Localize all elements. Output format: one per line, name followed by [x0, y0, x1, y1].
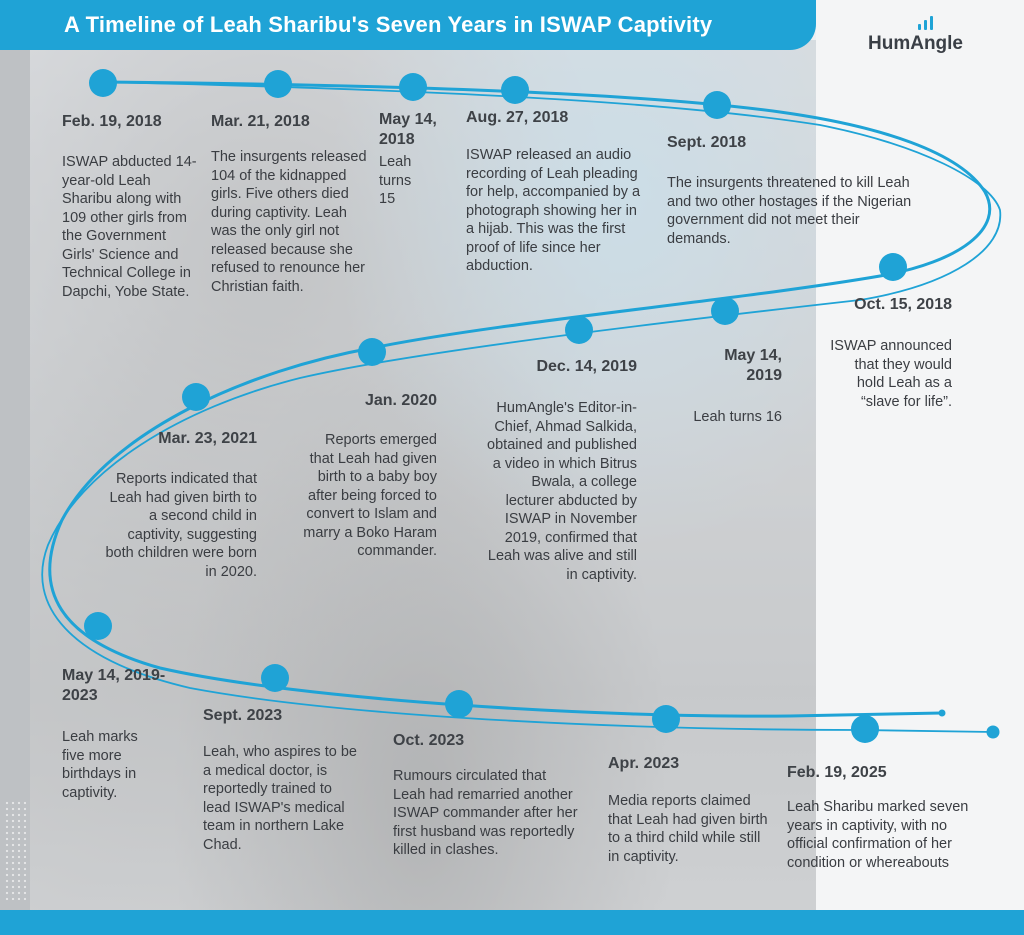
timeline-dot: [879, 253, 907, 281]
event-description: Leah marks five more birthdays in captiv…: [62, 729, 138, 801]
dot-pattern-decoration: [4, 800, 26, 900]
event-description: Leah, who aspires to be a medical doctor…: [203, 744, 357, 853]
event-description: The insurgents released 104 of the kidna…: [211, 149, 367, 295]
page-title: A Timeline of Leah Sharibu's Seven Years…: [64, 12, 713, 37]
event-description: ISWAP released an audio recording of Lea…: [466, 147, 641, 274]
event-date: Sept. 2023: [203, 707, 283, 724]
event-description: ISWAP announced that they would hold Lea…: [830, 338, 952, 410]
timeline-dot: [84, 612, 112, 640]
event-date: Mar. 23, 2021: [158, 430, 257, 447]
event-date: Apr. 2023: [608, 755, 680, 772]
timeline-dot: [89, 69, 117, 97]
event-date: May 14, 2018: [379, 111, 437, 148]
bottom-bar: [0, 910, 1024, 935]
event-date: Mar. 21, 2018: [211, 113, 310, 130]
timeline-dot: [652, 705, 680, 733]
event-date: Jan. 2020: [364, 392, 437, 409]
event-date: May 14, 2019: [724, 347, 782, 384]
title-bar: A Timeline of Leah Sharibu's Seven Years…: [0, 0, 816, 50]
event-date: Oct. 2023: [393, 732, 465, 749]
timeline-dot: [261, 664, 289, 692]
right-panel: [816, 0, 1024, 910]
event-date: Feb. 19, 2018: [62, 113, 162, 130]
timeline-dot: [711, 297, 739, 325]
event-date: Sept. 2018: [667, 134, 747, 151]
event-description: Rumours circulated that Leah had remarri…: [393, 768, 578, 858]
timeline-dot: [851, 715, 879, 743]
bar-chart-icon: [918, 16, 938, 30]
timeline-dot: [501, 76, 529, 104]
timeline-dot: [264, 70, 292, 98]
timeline-dot: [358, 338, 386, 366]
event-description: Reports emerged that Leah had given birt…: [303, 432, 437, 559]
timeline-dot: [445, 690, 473, 718]
event-date: Feb. 19, 2025: [787, 764, 887, 781]
event-description: HumAngle's Editor-in-Chief, Ahmad Salkid…: [487, 400, 637, 583]
event-description: Media reports claimed that Leah had give…: [608, 793, 768, 865]
event-date: May 14, 2019-2023: [62, 667, 166, 704]
logo-text: HumAngle: [868, 33, 963, 54]
timeline-dot: [399, 73, 427, 101]
humangle-logo: HumAngle: [868, 16, 978, 56]
left-edge-strip: [0, 40, 30, 910]
event-description: Leah turns 16: [693, 409, 782, 425]
event-description: Reports indicated that Leah had given bi…: [105, 471, 257, 580]
event-description: ISWAP abducted 14-year-old Leah Sharibu …: [62, 154, 197, 300]
event-description: Leah Sharibu marked seven years in capti…: [787, 799, 969, 871]
timeline-dot: [565, 316, 593, 344]
timeline-dot: [182, 383, 210, 411]
event-date: Oct. 15, 2018: [854, 296, 952, 313]
event-description: Leah turns 15: [379, 154, 412, 207]
event-description: The insurgents threatened to kill Leah a…: [667, 175, 912, 247]
background-photo: [30, 40, 816, 910]
event-date: Dec. 14, 2019: [536, 358, 637, 375]
event-date: Aug. 27, 2018: [466, 109, 569, 126]
timeline-dot: [703, 91, 731, 119]
